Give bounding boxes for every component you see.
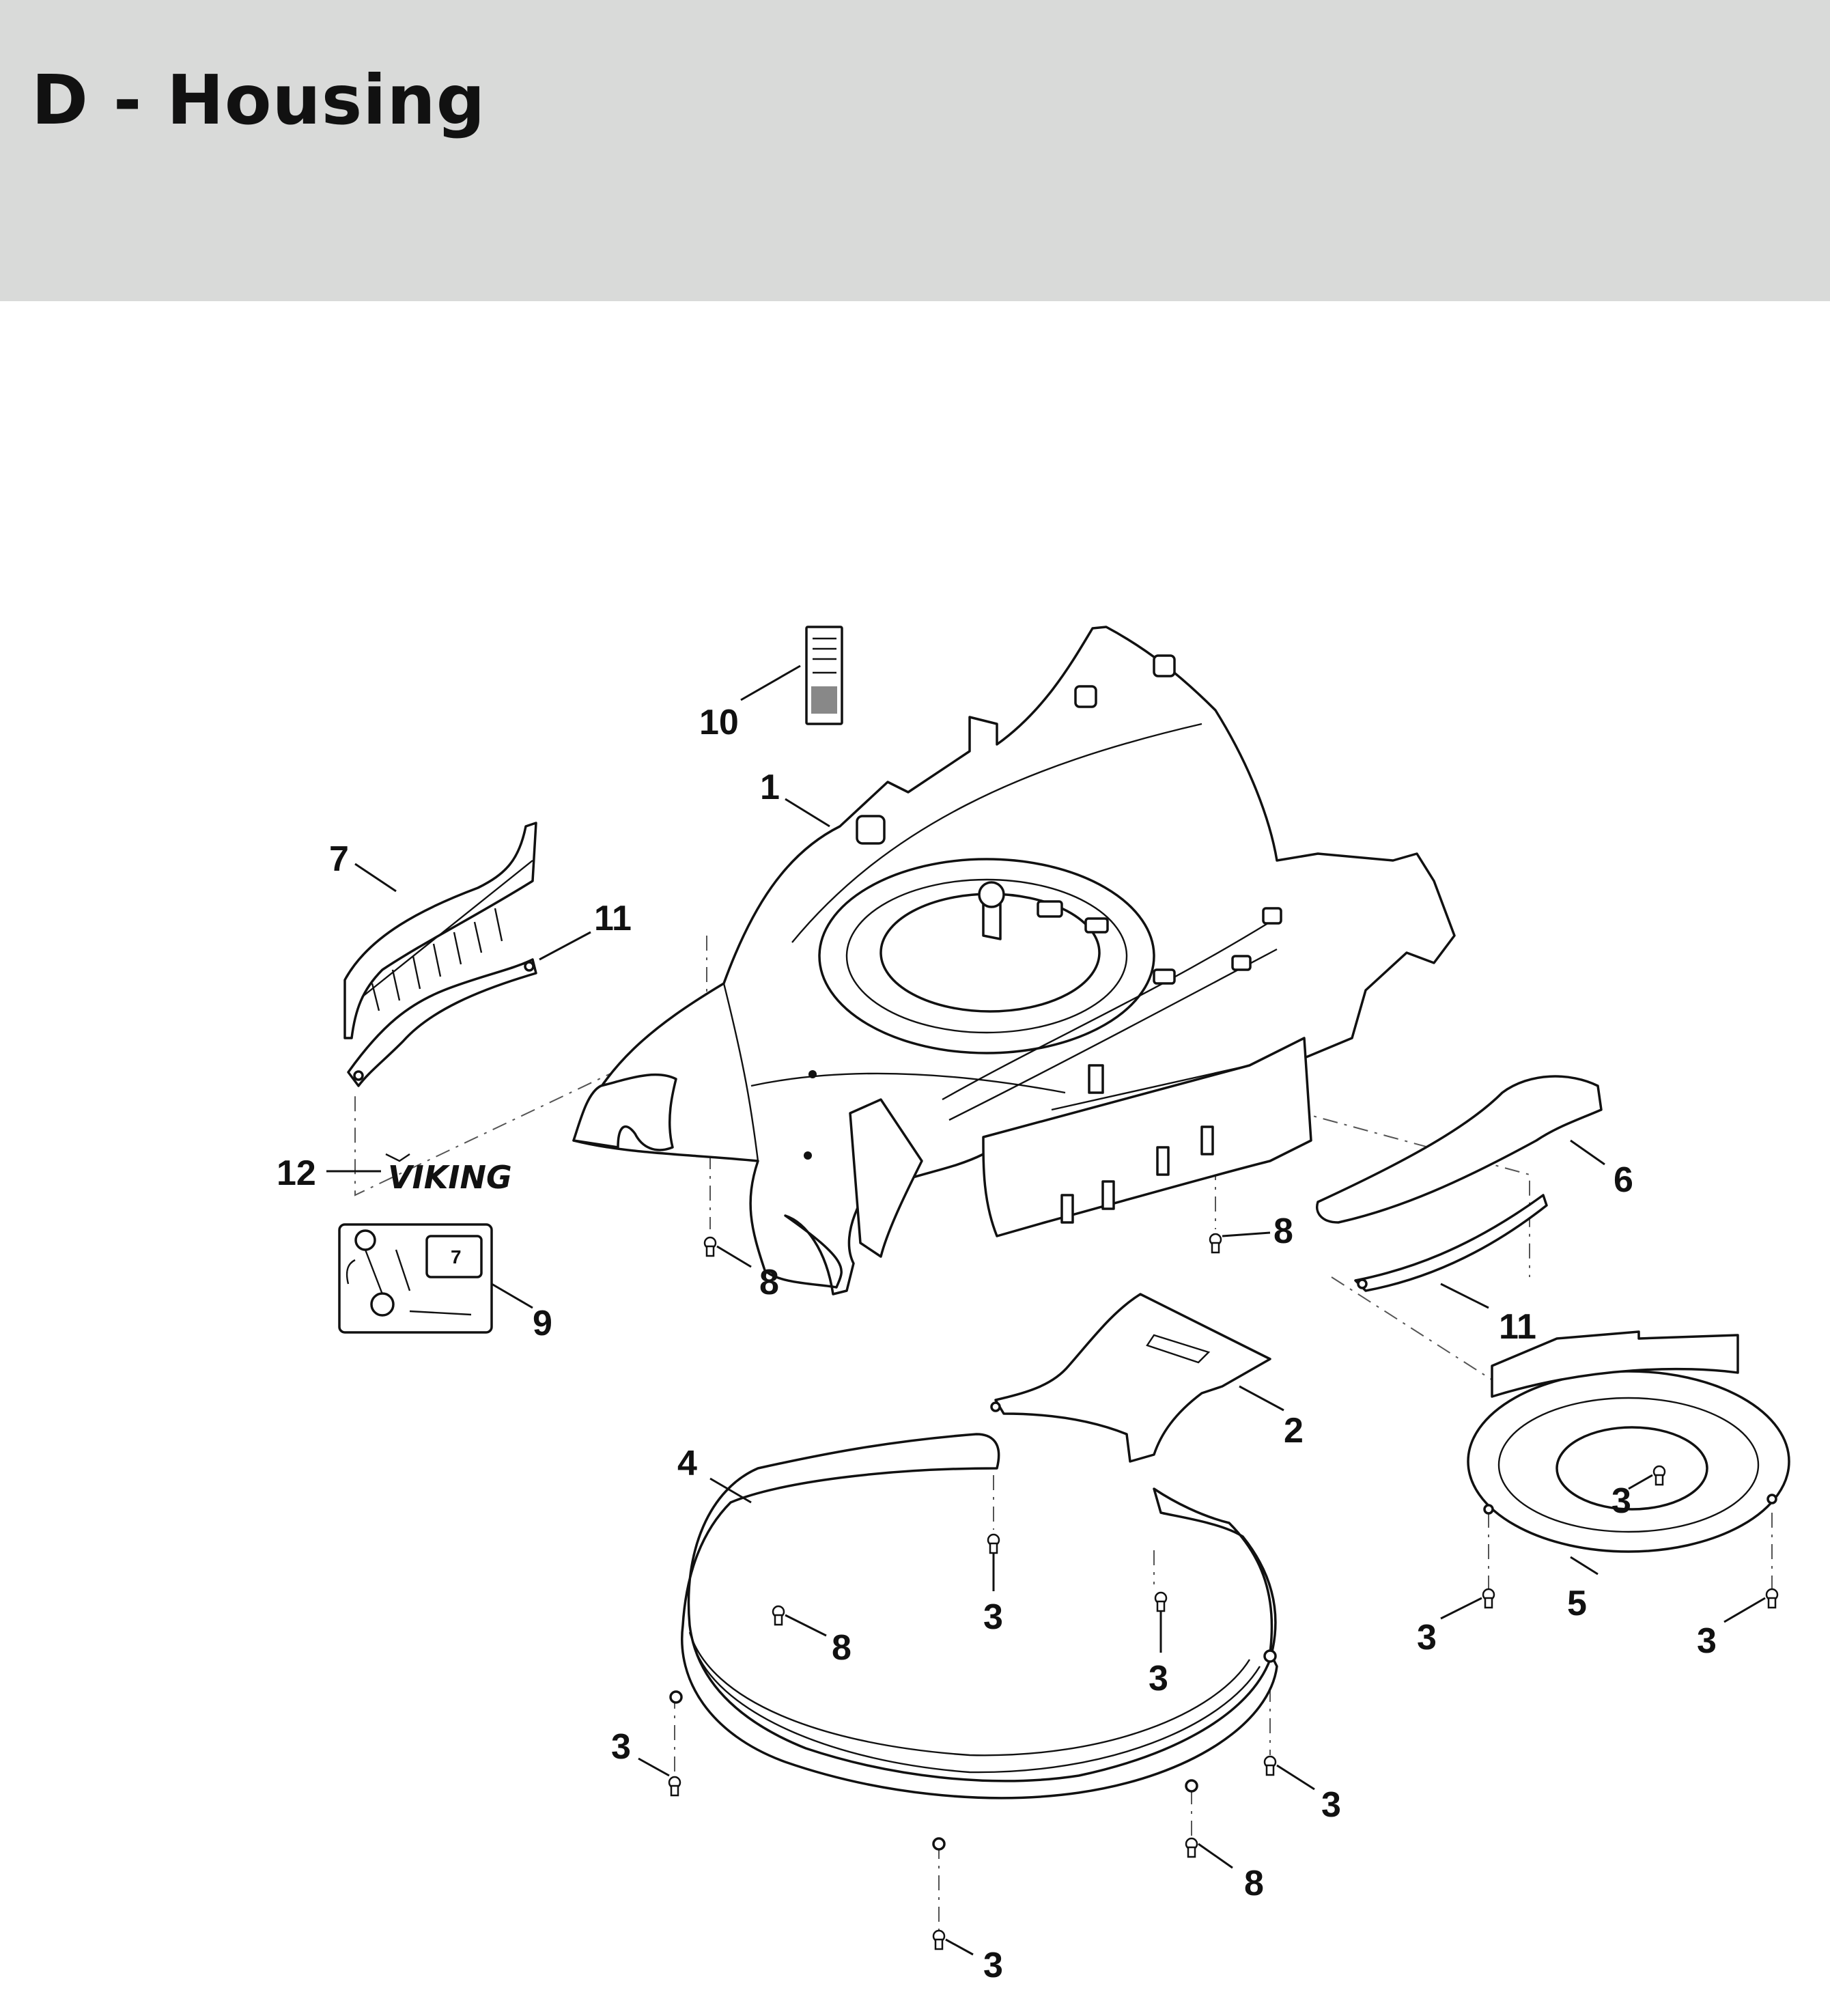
callout-3-skirt-right: 3 bbox=[1321, 1785, 1341, 1825]
part-rear-grille bbox=[343, 822, 537, 1039]
callout-10: 10 bbox=[699, 703, 739, 742]
callout-3-baffle: 3 bbox=[983, 1597, 1003, 1637]
callout-7: 7 bbox=[329, 839, 349, 879]
sticker-label: 7 bbox=[451, 1246, 462, 1268]
part-instruction-sticker: 7 bbox=[338, 1223, 493, 1334]
callout-12: 12 bbox=[277, 1153, 316, 1193]
callout-11-rear: 11 bbox=[594, 899, 632, 938]
screw bbox=[932, 1929, 946, 1950]
part-brand-logo: VIKING bbox=[385, 1153, 512, 1196]
page-title: D - Housing bbox=[31, 60, 486, 140]
screw bbox=[668, 1776, 681, 1797]
callout-1: 1 bbox=[760, 768, 780, 807]
callout-8-skirt: 8 bbox=[832, 1628, 851, 1668]
brand-logo-text: VIKING bbox=[388, 1159, 512, 1196]
callout-4: 4 bbox=[677, 1444, 697, 1483]
screw bbox=[1652, 1465, 1666, 1486]
part-front-cover bbox=[1316, 1075, 1603, 1224]
page-header: D - Housing bbox=[0, 0, 1830, 301]
callout-3-ring-left: 3 bbox=[1417, 1618, 1437, 1657]
part-deck-skirt bbox=[669, 1433, 1278, 1851]
callout-3-skirt-inner: 3 bbox=[1149, 1659, 1168, 1698]
callout-8-front: 8 bbox=[1273, 1212, 1293, 1251]
callout-labels: 10 1 7 11 12 9 8 8 6 11 2 4 3 8 3 3 5 3 … bbox=[277, 703, 1717, 1985]
screw bbox=[1765, 1588, 1779, 1609]
part-cover-ring bbox=[1467, 1330, 1790, 1553]
callout-3-ring-right: 3 bbox=[1697, 1621, 1717, 1661]
screw bbox=[1185, 1837, 1198, 1858]
callout-11-front: 11 bbox=[1499, 1307, 1536, 1347]
part-trim-strip-front bbox=[1354, 1194, 1548, 1292]
screw bbox=[703, 1236, 717, 1257]
exploded-parts-diagram: VIKING 7 bbox=[277, 626, 1790, 1985]
screw bbox=[772, 1605, 785, 1626]
screw bbox=[1154, 1591, 1168, 1612]
alignment-guides bbox=[354, 936, 1773, 1933]
callout-3-ring: 3 bbox=[1611, 1481, 1631, 1521]
callout-2: 2 bbox=[1284, 1411, 1304, 1451]
callout-6: 6 bbox=[1614, 1160, 1633, 1200]
callout-3-skirt-left: 3 bbox=[611, 1727, 631, 1767]
callout-8-skirt-bottom: 8 bbox=[1244, 1864, 1264, 1903]
callout-8-deck: 8 bbox=[759, 1263, 779, 1302]
screw bbox=[1209, 1233, 1222, 1254]
part-label-sheet bbox=[805, 626, 843, 725]
callout-5: 5 bbox=[1567, 1584, 1587, 1623]
screw bbox=[1482, 1588, 1495, 1609]
part-housing-deck bbox=[572, 626, 1456, 1296]
screw bbox=[1263, 1755, 1277, 1776]
screw bbox=[987, 1533, 1000, 1554]
leader-lines bbox=[326, 664, 1766, 1956]
part-trim-strip-rear bbox=[347, 958, 537, 1087]
part-baffle-plate bbox=[990, 1293, 1271, 1463]
callout-9: 9 bbox=[533, 1304, 552, 1343]
screws bbox=[668, 1233, 1779, 1950]
callout-3-skirt-bottom: 3 bbox=[983, 1946, 1003, 1985]
